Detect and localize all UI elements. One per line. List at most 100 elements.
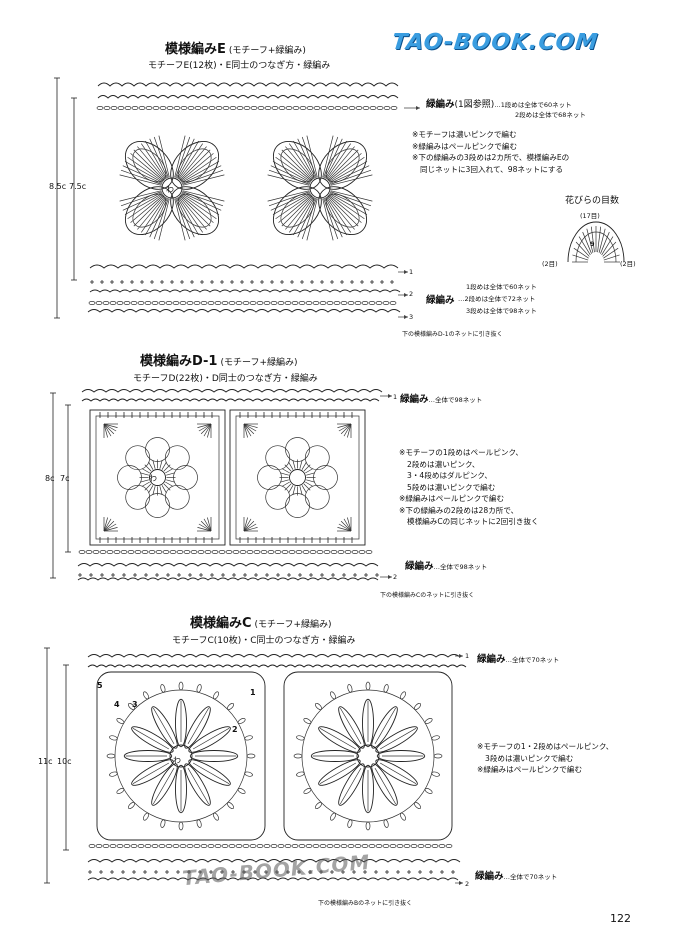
d-bottom-border-chain <box>281 550 289 554</box>
d-motif-right-corner-fan <box>243 518 252 532</box>
e-motif-right-stitch <box>281 149 313 181</box>
section-d-bottom-note: 下の模様編みCのネットに引き抜く <box>380 592 475 599</box>
d-motif-right-corner-fan <box>243 423 255 435</box>
e-motif-left-stitch <box>180 156 217 183</box>
d-motif-right-corner-fan <box>347 517 352 532</box>
e-motif-left-stitch <box>182 190 225 202</box>
d-bottom-border-chain <box>323 550 331 554</box>
e-bottom-border-chain <box>312 301 320 305</box>
e-bottom-border-crosses <box>160 280 164 284</box>
e-motif-right-stitch <box>323 198 339 240</box>
c-motif-right-picot <box>433 753 443 759</box>
c-bottom-border-crosses <box>451 870 455 874</box>
section-d-row-1: 1 <box>393 393 398 401</box>
petal-diagram-stitch <box>597 226 602 253</box>
d-motif-right-petal <box>285 493 310 518</box>
e-bottom-border-chain <box>116 301 124 305</box>
section-e-dim-outer: 8.5c <box>49 182 67 191</box>
e-motif-left-stitch <box>137 146 166 180</box>
c-motif-right-frame <box>283 671 453 841</box>
e-motif-left-stitch <box>122 192 163 211</box>
d-motif-right-corner-fan <box>243 517 248 532</box>
e-motif-left-stitch <box>178 196 207 230</box>
e-motif-left-stitch <box>182 191 224 207</box>
c-bottom-border-crosses <box>110 870 114 874</box>
d-bottom-border-chain <box>148 550 156 554</box>
d-motif-left-petal <box>145 493 170 518</box>
e-top-border-chain <box>278 106 286 110</box>
c-motif-left-petal-stitch <box>132 727 170 750</box>
d-bottom-border-chain <box>274 550 282 554</box>
c-motif-right-picot <box>365 681 371 691</box>
d-bottom-border-crosses <box>155 573 159 577</box>
e-motif-left-stitch <box>174 135 186 178</box>
e-motif-right-stitch <box>322 135 334 178</box>
c-motif-left-picot <box>213 691 219 700</box>
d-bottom-border-chain <box>239 550 247 554</box>
d-bottom-border-chain <box>225 550 233 554</box>
c-bottom-border-chain <box>214 844 222 848</box>
c-bottom-border-crosses <box>374 870 378 874</box>
e-top-border-chain <box>124 106 132 110</box>
c-motif-right-picot <box>330 691 336 700</box>
d-bottom-border-crosses <box>199 573 203 577</box>
e-bottom-border-crosses <box>270 280 274 284</box>
c-motif-right-petal-stitch <box>374 707 397 745</box>
e-bottom-border-crosses <box>310 280 314 284</box>
c-motif-left-petal <box>131 726 174 753</box>
section-c-notes: ※モチーフの1・2段めはペールピンク、 3段めは濃いピンクで編む ※緑編みはペー… <box>477 741 677 776</box>
d-motif-right-stitch <box>303 464 311 472</box>
e-motif-left-stitch <box>149 138 168 179</box>
e-bottom-border-chain <box>340 301 348 305</box>
e-motif-left-stitch <box>181 193 220 215</box>
d-bottom-border-chain <box>78 550 86 554</box>
e-bottom-border-chain <box>88 301 96 305</box>
e-top-border-chain <box>327 106 335 110</box>
d-bottom-border-chain <box>253 550 261 554</box>
e-motif-left-stitch <box>177 196 204 233</box>
e-bottom-border-chain <box>165 301 173 305</box>
c-bottom-border-crosses <box>198 870 202 874</box>
e-top-border-chain <box>236 106 244 110</box>
c-motif-right-picot <box>413 801 422 810</box>
e-bottom-border-chain <box>179 301 187 305</box>
d-bottom-border-chain <box>246 550 254 554</box>
c-bottom-border-chain <box>144 844 152 848</box>
c-bottom-border-crosses <box>231 870 235 874</box>
d-motif-right-stitch <box>306 479 315 483</box>
e-top-border-chain <box>152 106 160 110</box>
petal-diagram-stitch <box>600 231 610 254</box>
d-bottom-border-crosses <box>342 573 346 577</box>
d-motif-right-corner-fan <box>243 523 257 532</box>
section-e-title: 模様編みE(モチーフ+緑編み) <box>165 38 306 57</box>
d-bottom-border-chain <box>183 550 191 554</box>
e-motif-right-stitch <box>327 149 359 181</box>
e-row-arrow-1 <box>404 270 408 274</box>
section-d-note-2: 2段めは濃いピンク、 <box>407 459 480 469</box>
section-e-row-3: 3 <box>409 313 414 321</box>
d-bottom-border-crosses <box>265 573 269 577</box>
d-motif-right-stitch <box>288 461 294 470</box>
c-motif-left-petal <box>175 698 187 748</box>
e-motif-left-stitch <box>177 143 204 180</box>
e-motif-left-stitch <box>174 198 186 241</box>
c-motif-right-petal <box>375 726 418 753</box>
e-motif-left-stitch <box>176 138 195 179</box>
petal-count-title: 花びらの目数 <box>565 196 620 206</box>
section-d-dim-outer: 8c <box>45 474 55 483</box>
d-motif-left-stitch <box>161 485 167 494</box>
e-motif-left-stitch <box>140 196 167 233</box>
c-bottom-border-chain <box>256 844 264 848</box>
c-motif-right-picot <box>431 735 440 741</box>
motif-c-row-5: 5 <box>97 681 103 690</box>
d-motif-right-petal <box>265 445 291 471</box>
section-e-bottom-row3: 3段めは全体で98ネット <box>466 307 537 315</box>
d-motif-left-corner-fan <box>207 423 212 438</box>
e-motif-right-stitch <box>285 196 314 230</box>
d-bottom-border-chain <box>190 550 198 554</box>
e-bottom-border-crosses <box>380 280 384 284</box>
d-top-border-row1 <box>81 389 383 393</box>
watermark-top: TAO-BOOK.COM <box>390 30 600 55</box>
e-motif-right-stitch <box>330 169 372 185</box>
